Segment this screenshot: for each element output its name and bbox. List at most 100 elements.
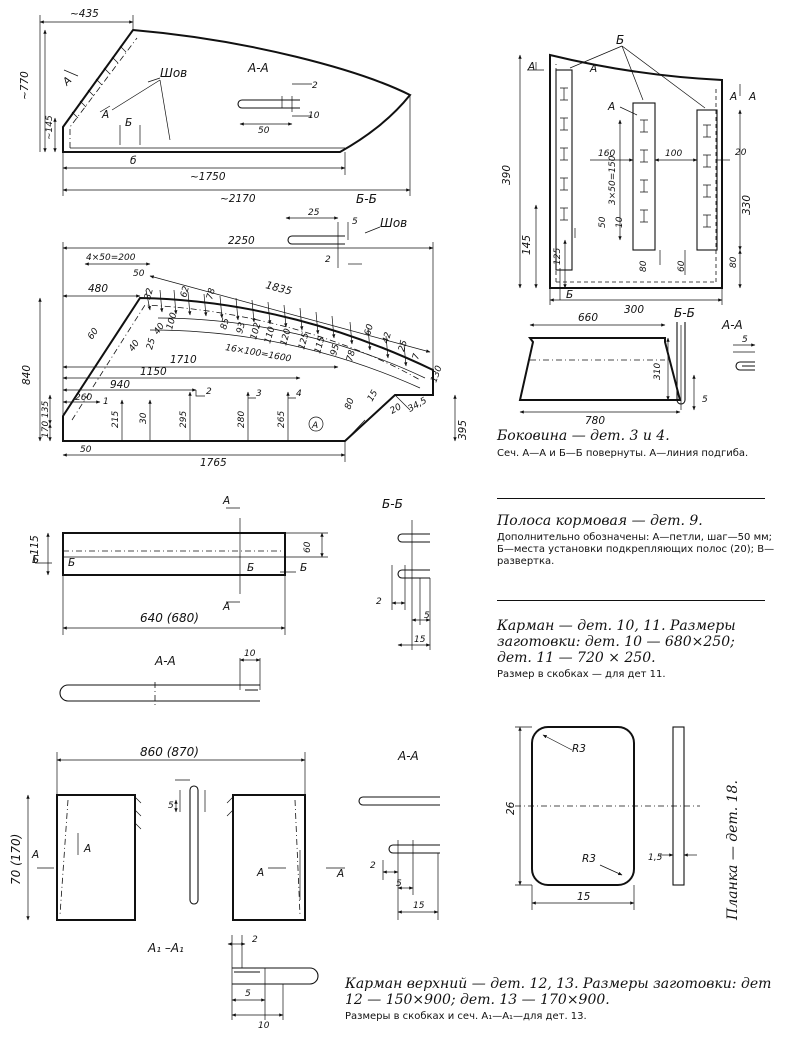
caption-karman-note: Размер в скобках — для дет 11. bbox=[497, 669, 666, 680]
svg-text:70 (170): 70 (170) bbox=[9, 834, 23, 885]
svg-text:5: 5 bbox=[245, 989, 251, 999]
svg-text:А: А bbox=[60, 75, 74, 89]
svg-text:1,5: 1,5 bbox=[648, 853, 663, 863]
fig6-labels: 860 (870) 70 (170) 5 А А А А А-А 2 5 15 … bbox=[9, 745, 425, 1031]
svg-text:2: 2 bbox=[252, 935, 258, 945]
svg-text:10: 10 bbox=[244, 649, 256, 659]
svg-text:Б: Б bbox=[125, 117, 132, 129]
svg-text:~435: ~435 bbox=[70, 8, 99, 20]
svg-text:1: 1 bbox=[103, 397, 109, 407]
svg-text:15: 15 bbox=[577, 891, 591, 903]
svg-text:310: 310 bbox=[653, 363, 663, 380]
svg-text:~2170: ~2170 bbox=[220, 193, 256, 205]
svg-text:10: 10 bbox=[308, 111, 320, 121]
svg-text:840: 840 bbox=[21, 365, 33, 385]
caption-karman-top: Карман верхний — дет. 12, 13. Размеры за… bbox=[345, 976, 785, 1023]
caption-karman-title: Карман — дет. 10, 11. Размеры заготовки:… bbox=[497, 618, 736, 666]
svg-text:2: 2 bbox=[325, 255, 331, 265]
svg-text:80: 80 bbox=[639, 260, 649, 272]
svg-text:Б: Б bbox=[566, 289, 573, 301]
fig5-strip bbox=[35, 507, 431, 705]
svg-text:Б: Б bbox=[300, 562, 307, 574]
svg-text:б: б bbox=[130, 155, 137, 167]
svg-text:110: 110 bbox=[263, 325, 277, 344]
svg-text:3×50=150: 3×50=150 bbox=[608, 155, 618, 205]
fig7-labels: R3 R3 26 15 1,5 bbox=[505, 743, 663, 903]
caption-karman-top-note: Размеры в скобках и сеч. А₁—А₁—для дет. … bbox=[345, 1011, 587, 1022]
caption-planka-title: Планка — дет. 18. bbox=[725, 780, 741, 920]
caption-karman: Карман — дет. 10, 11. Размеры заготовки:… bbox=[497, 618, 772, 681]
svg-text:А-А: А-А bbox=[397, 749, 419, 763]
svg-text:2250: 2250 bbox=[228, 235, 255, 247]
svg-text:280: 280 bbox=[237, 411, 247, 428]
svg-text:32: 32 bbox=[143, 287, 156, 301]
fig2-labels: 2250 4×50=200 50 1835 480 60 840 135 170… bbox=[21, 235, 469, 469]
svg-text:60: 60 bbox=[677, 260, 687, 272]
svg-text:2: 2 bbox=[312, 81, 318, 91]
section-bb-top: Б-Б 25 5 2 Шов bbox=[285, 192, 407, 268]
fig3-polosa bbox=[518, 45, 742, 305]
svg-text:4: 4 bbox=[296, 389, 302, 399]
svg-text:160: 160 bbox=[598, 149, 615, 159]
svg-text:Б: Б bbox=[616, 33, 624, 47]
svg-text:100: 100 bbox=[665, 149, 682, 159]
svg-text:125: 125 bbox=[297, 331, 311, 350]
svg-text:395: 395 bbox=[457, 420, 469, 440]
svg-text:3: 3 bbox=[256, 389, 262, 399]
svg-text:480: 480 bbox=[88, 283, 108, 295]
svg-text:15: 15 bbox=[414, 635, 426, 645]
svg-text:10: 10 bbox=[615, 216, 625, 228]
svg-text:1835: 1835 bbox=[264, 279, 293, 298]
svg-text:5: 5 bbox=[702, 395, 708, 405]
svg-text:50: 50 bbox=[133, 269, 145, 279]
caption-polosa: Полоса кормовая — дет. 9. Дополнительно … bbox=[497, 513, 777, 568]
fig2-side-piece bbox=[38, 242, 457, 462]
svg-text:130: 130 bbox=[429, 364, 444, 384]
fig3-labels: Б А А А А А Б 390 145 125 330 20 160 100… bbox=[501, 33, 756, 316]
svg-text:10: 10 bbox=[258, 1021, 270, 1031]
svg-text:25: 25 bbox=[397, 339, 410, 353]
svg-text:120: 120 bbox=[279, 327, 293, 346]
svg-text:R3: R3 bbox=[572, 743, 586, 755]
svg-text:А: А bbox=[31, 849, 39, 861]
svg-text:А: А bbox=[222, 495, 230, 507]
svg-text:5: 5 bbox=[396, 879, 402, 889]
svg-text:102: 102 bbox=[249, 321, 263, 340]
caption-karman-top-title: Карман верхний — дет. 12, 13. Размеры за… bbox=[345, 976, 772, 1008]
svg-text:А: А bbox=[748, 91, 756, 103]
svg-text:Б-Б: Б-Б bbox=[356, 192, 377, 206]
svg-text:660: 660 bbox=[578, 312, 598, 324]
fig6-pocket bbox=[26, 752, 440, 1020]
svg-text:85: 85 bbox=[219, 317, 232, 331]
svg-text:Б-Б: Б-Б bbox=[382, 497, 403, 511]
svg-text:~145: ~145 bbox=[45, 115, 55, 140]
fig4-trapezoid bbox=[518, 322, 756, 414]
svg-text:А-А: А-А bbox=[721, 318, 743, 332]
fig5-labels: ~115 60 640 (680) А А Б Б Б Б Б-Б 2 5 15… bbox=[29, 495, 430, 668]
fig1-bokovina-outline bbox=[39, 15, 412, 196]
svg-text:25: 25 bbox=[145, 337, 158, 351]
svg-text:~770: ~770 bbox=[19, 71, 31, 100]
svg-text:5: 5 bbox=[742, 335, 748, 345]
svg-text:5: 5 bbox=[168, 801, 174, 811]
svg-text:80: 80 bbox=[729, 256, 739, 268]
divider-1 bbox=[497, 498, 765, 499]
svg-text:A: A bbox=[311, 421, 318, 431]
svg-text:26: 26 bbox=[505, 801, 517, 815]
caption-polosa-title: Полоса кормовая — дет. 9. bbox=[497, 513, 703, 529]
svg-text:50: 50 bbox=[598, 216, 608, 228]
svg-text:А: А bbox=[527, 61, 535, 73]
svg-text:42: 42 bbox=[381, 331, 394, 345]
svg-text:300: 300 bbox=[624, 304, 644, 316]
svg-text:40: 40 bbox=[152, 321, 167, 336]
svg-text:640 (680): 640 (680) bbox=[140, 611, 199, 625]
svg-text:R3: R3 bbox=[582, 853, 596, 865]
svg-text:115: 115 bbox=[313, 335, 327, 354]
divider-2 bbox=[497, 600, 765, 601]
svg-text:860 (870): 860 (870) bbox=[140, 745, 199, 759]
svg-text:215: 215 bbox=[111, 411, 121, 428]
svg-text:Б: Б bbox=[68, 557, 75, 569]
svg-text:25: 25 bbox=[308, 208, 320, 218]
caption-bokovina: Боковина — дет. 3 и 4. Сеч. А—А и Б—Б по… bbox=[497, 428, 787, 460]
svg-text:5: 5 bbox=[424, 611, 430, 621]
